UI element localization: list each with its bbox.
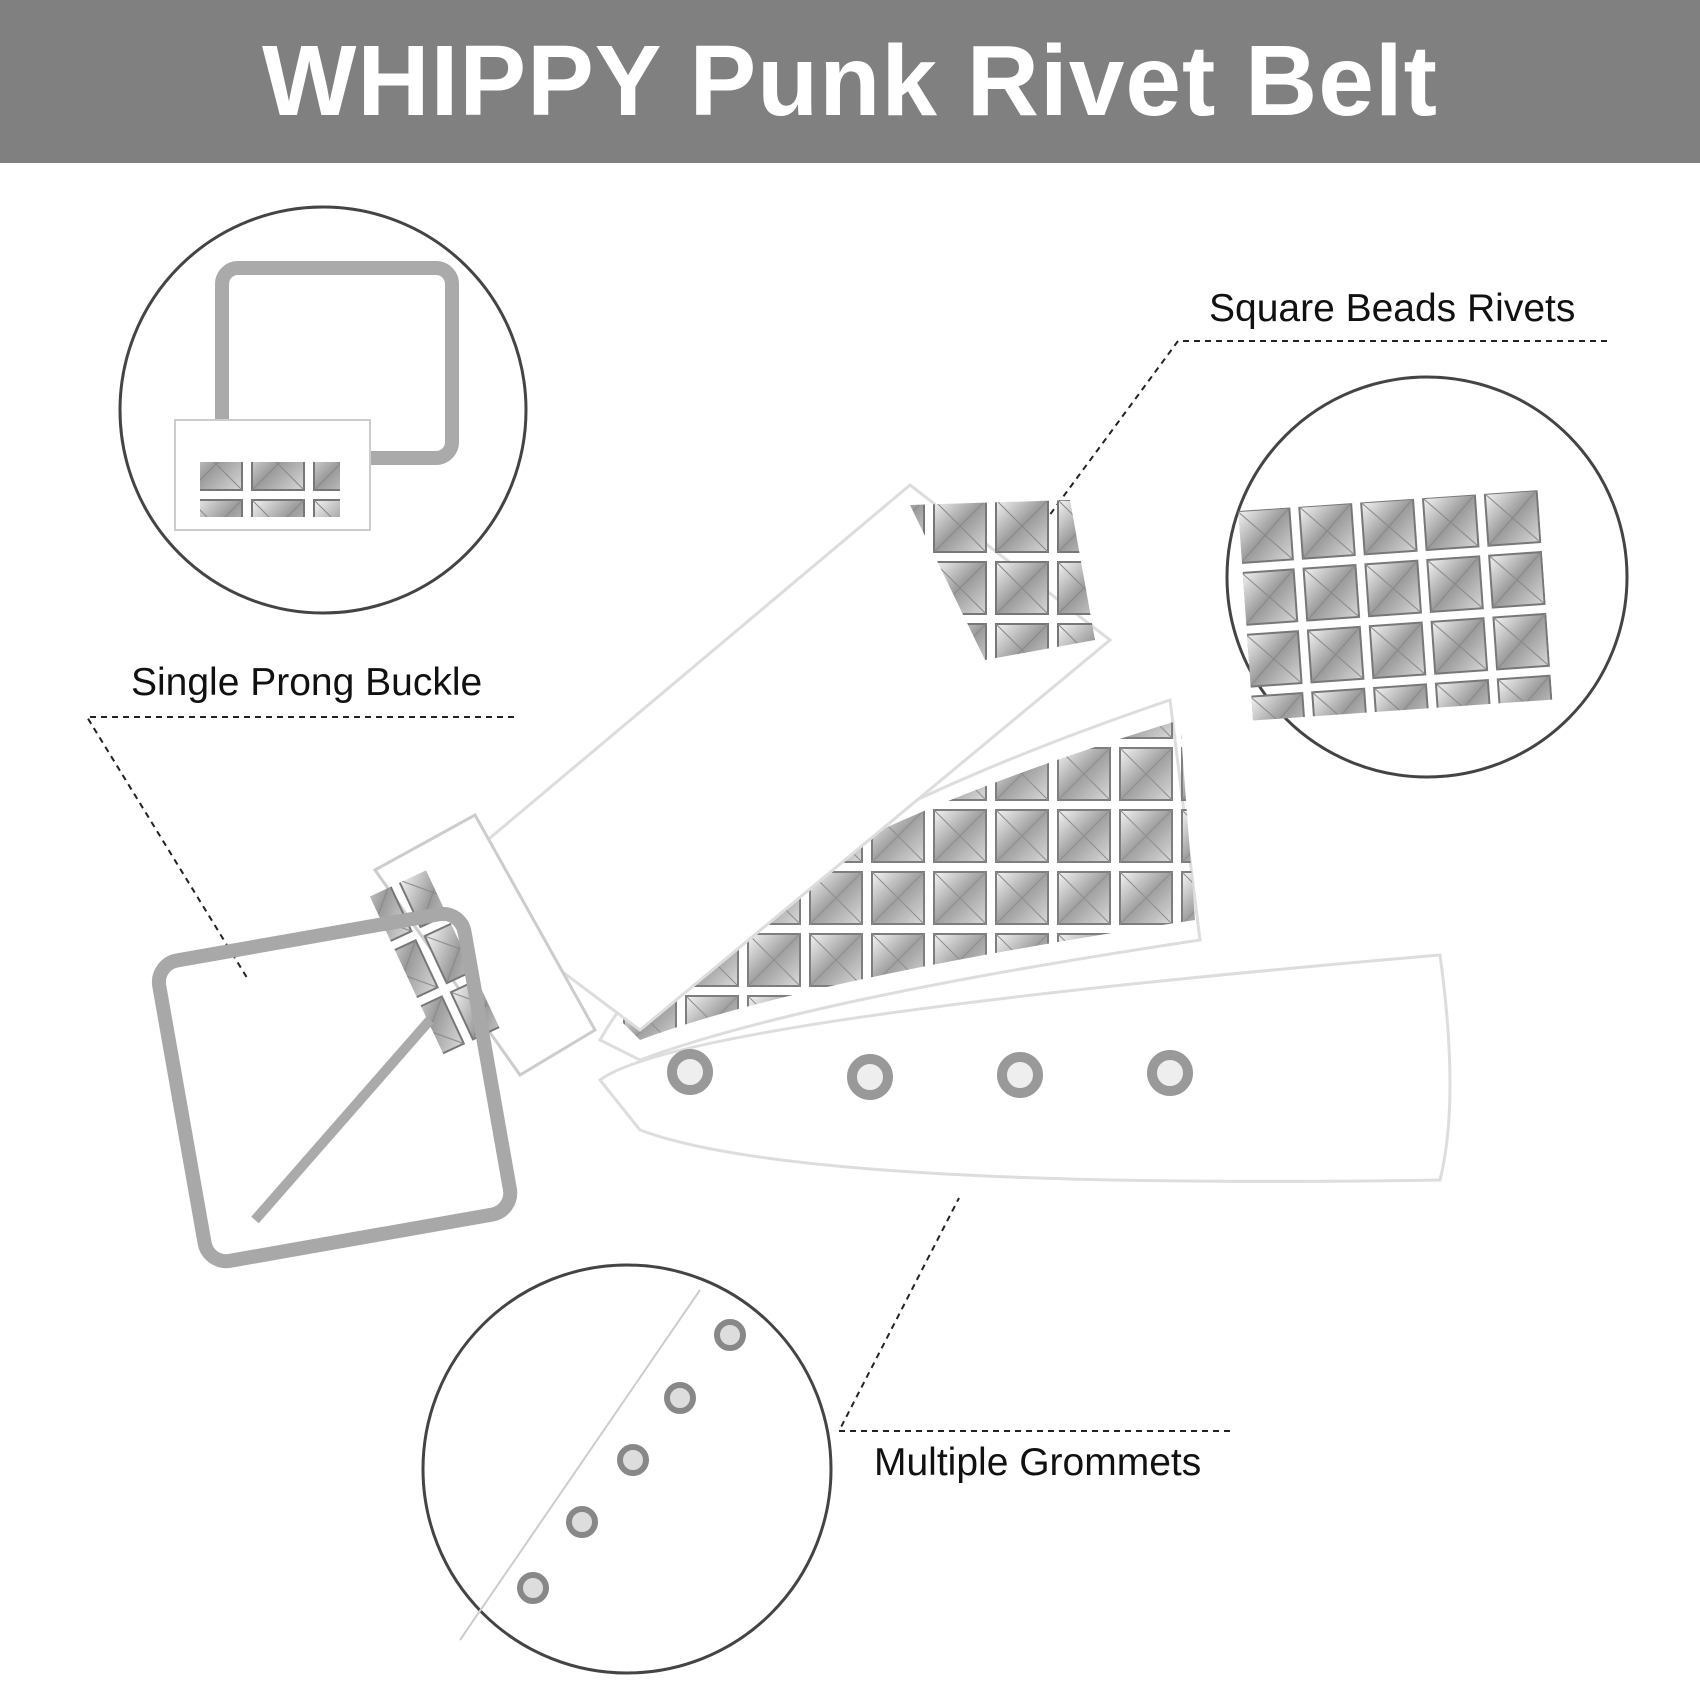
callout-lines: [85, 340, 1607, 1432]
page-title: WHIPPY Punk Rivet Belt: [262, 25, 1438, 137]
belt-main: [151, 483, 1452, 1269]
callout-single-prong-buckle: Single Prong Buckle: [131, 661, 483, 704]
rivets-detail-circle: [1225, 375, 1629, 779]
callout-square-beads-rivets: Square Beads Rivets: [1209, 287, 1576, 330]
callout-multiple-grommets: Multiple Grommets: [874, 1441, 1202, 1484]
buckle-detail-circle: [118, 205, 528, 615]
grommets-detail-circle: [421, 1263, 833, 1675]
header-banner: WHIPPY Punk Rivet Belt: [0, 0, 1700, 163]
